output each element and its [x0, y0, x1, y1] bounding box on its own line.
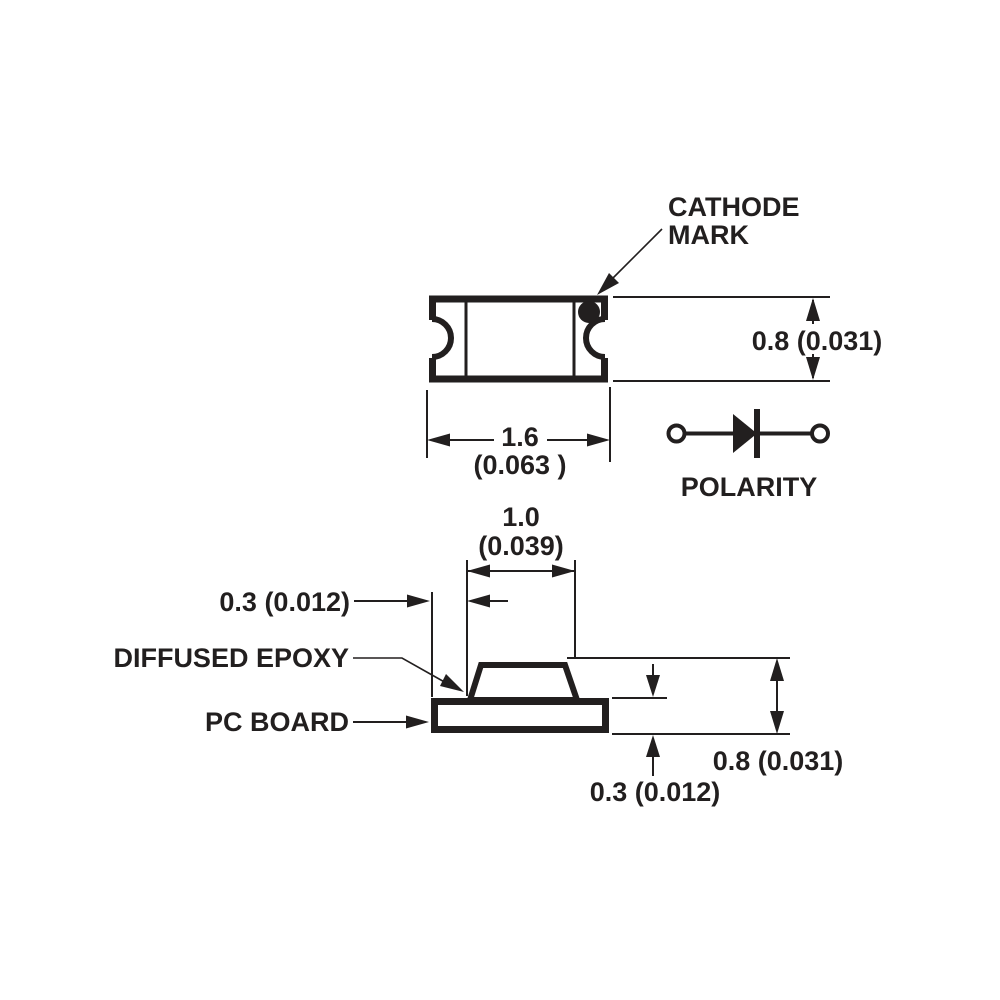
- diode-anode-triangle-icon: [733, 414, 757, 453]
- edge-offset-arrowhead-left-icon: [467, 594, 490, 608]
- polarity-label: POLARITY: [681, 472, 818, 502]
- side-height-dim-text: 0.8 (0.031): [713, 746, 844, 776]
- edge-offset-dim-text: 0.3 (0.012): [219, 587, 350, 617]
- cathode-leader-arrowhead-icon: [597, 273, 619, 295]
- edge-offset-arrowhead-right-icon: [407, 594, 430, 608]
- top-width-dim-text-in: (0.063 ): [473, 450, 566, 480]
- diode-terminal-right-icon: [810, 423, 830, 444]
- cathode-mark-dot: [578, 301, 600, 323]
- pc-board-label: PC BOARD: [205, 707, 349, 737]
- top-width-dim-text-mm: 1.6: [501, 422, 539, 452]
- diffused-epoxy-arrowhead-icon: [440, 674, 464, 692]
- top-width-arrowhead-left-icon: [427, 433, 450, 447]
- cathode-leader-line: [611, 228, 663, 280]
- diffused-epoxy-label: DIFFUSED EPOXY: [113, 643, 349, 673]
- top-height-dim-text: 0.8 (0.031): [752, 326, 883, 356]
- diffused-epoxy-leader-line: [353, 657, 449, 685]
- side-view: 1.0 (0.039) 0.3 (0.012) DIFFUSED EPOXY P…: [113, 502, 843, 807]
- diode-terminal-left-icon: [666, 423, 687, 444]
- polarity-symbol: POLARITY: [666, 409, 830, 502]
- pc-board-shape: [431, 698, 609, 733]
- board-thickness-arrowhead-up-icon: [646, 735, 660, 757]
- right-notch-arc: [583, 316, 606, 360]
- side-height-arrowhead-up-icon: [770, 658, 784, 681]
- right-notch-cutout: [601, 320, 612, 358]
- side-height-arrowhead-down-icon: [770, 711, 784, 734]
- left-notch-arc: [431, 316, 454, 360]
- cathode-mark-label-line1: CATHODE: [668, 192, 800, 222]
- epoxy-width-arrowhead-right-icon: [552, 564, 575, 578]
- top-width-arrowhead-right-icon: [587, 433, 610, 447]
- board-thickness-arrowhead-down-icon: [646, 675, 660, 697]
- left-notch-cutout: [425, 320, 436, 358]
- epoxy-width-arrowhead-left-icon: [467, 564, 490, 578]
- diffused-epoxy-shape: [465, 662, 582, 703]
- board-thickness-dim-text: 0.3 (0.012): [590, 777, 721, 807]
- epoxy-width-dim-text-in: (0.039): [478, 531, 564, 561]
- cathode-mark-label-line2: MARK: [668, 220, 749, 250]
- pc-board-arrowhead-icon: [406, 715, 429, 729]
- top-view: CATHODE MARK 0.8 (0.031) 1.6 (0.063 ): [425, 192, 882, 480]
- epoxy-width-dim-text-mm: 1.0: [502, 502, 540, 532]
